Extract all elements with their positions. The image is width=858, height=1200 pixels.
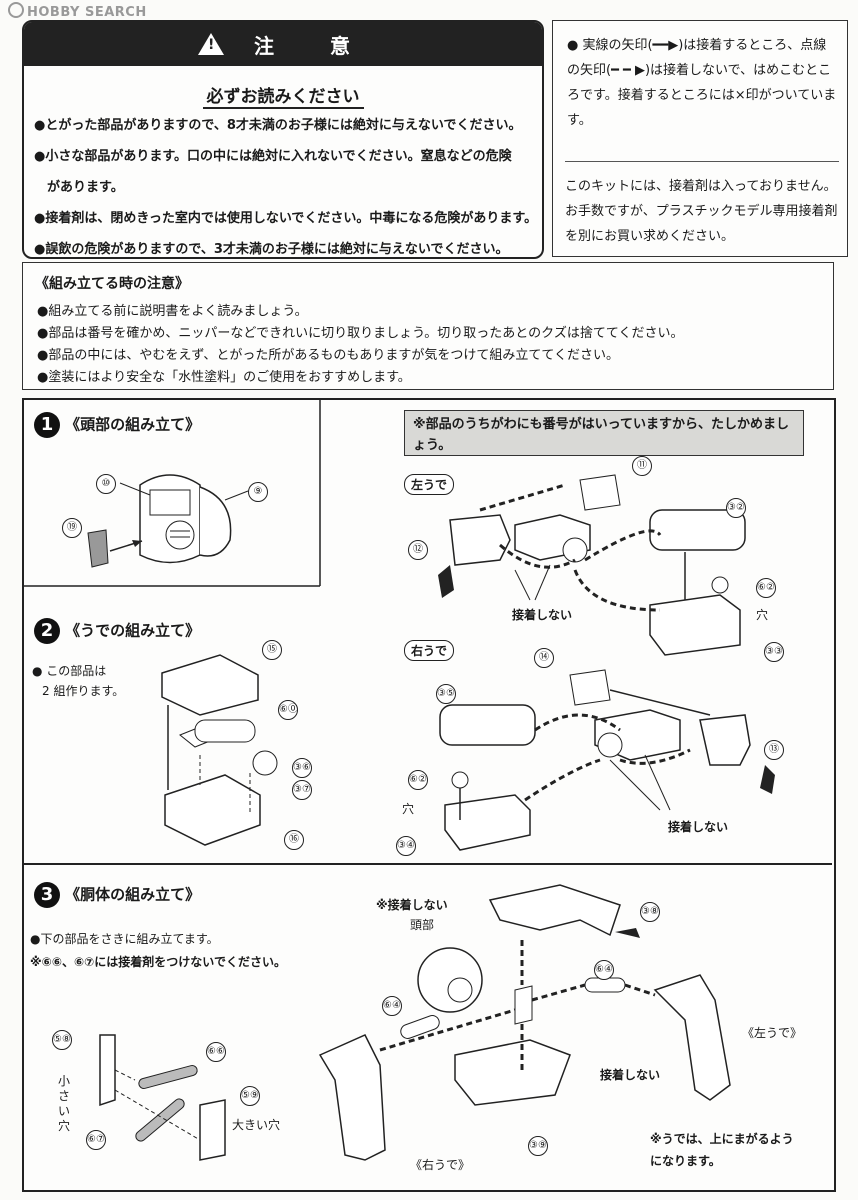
part-label: ⑥⓪ <box>278 700 298 720</box>
part-label: ③⑧ <box>640 902 660 922</box>
left-arm-label: 《左うで》 <box>742 1026 803 1040</box>
part-label: ③③ <box>764 642 784 662</box>
part-label: ⑨ <box>248 482 268 502</box>
assembly-note-item: ●部品は番号を確かめ、ニッパーなどできれいに切り取りましょう。切り取ったあとのク… <box>37 326 684 341</box>
caution-item: ●接着剤は、閉めきった室内では使用しないでください。中毒になる危険があります。 <box>34 211 538 226</box>
assembly-notes-title: 《組み立てる時の注意》 <box>35 276 189 292</box>
assembly-note-item: ●組み立てる前に説明書をよく読みましょう。 <box>37 304 308 319</box>
right-arm-label: 《右うで》 <box>410 1158 471 1172</box>
assembly-note-item: ●部品の中には、やむをえず、とがった所があるものもありますが気をつけて組み立てて… <box>37 348 620 363</box>
part-label: ⑤⑨ <box>240 1086 260 1106</box>
assembly-notes-list: ●組み立てる前に説明書をよく読みましょう。 ●部品は番号を確かめ、ニッパーなどで… <box>37 301 684 389</box>
part-label: ⑭ <box>534 648 554 668</box>
step3-warning: ※⑥⑥、⑥⑦には接着剤をつけないでください。 <box>30 955 286 969</box>
step2-desc: ● この部品は <box>32 664 107 678</box>
step2-desc: 2 組作ります。 <box>42 684 125 698</box>
caution-header: ! 注 意 <box>24 22 542 66</box>
part-label: ⑥② <box>756 578 776 598</box>
step3-desc: ●下の部品をさきに組み立てます。 <box>30 932 219 946</box>
step2-title: 《うでの組み立て》 <box>65 621 201 640</box>
head-diagram <box>87 474 249 568</box>
joint-assembly-diagram <box>99 1034 226 1161</box>
no-glue-head-label: ※接着しない <box>376 898 448 912</box>
arm-info-box: ※部品のうちがわにも番号がはいっていますから、たしかめましょう。 <box>404 410 804 456</box>
glue-note: このキットには、接着剤は入っておりません。お手数ですが、プラスチックモデル専用接… <box>565 161 839 249</box>
step3-title: 《胴体の組み立て》 <box>65 885 201 904</box>
part-label: ⑮ <box>262 640 282 660</box>
step3-number: 3 <box>34 882 60 908</box>
part-label: ③④ <box>396 836 416 856</box>
part-label: ⑩ <box>96 474 116 494</box>
no-glue-label: 接着しない <box>668 820 729 834</box>
caution-box: ! 注 意 必ずお読みください ●とがった部品がありますので、8才未満のお子様に… <box>22 20 544 259</box>
part-label: ⑥⑦ <box>86 1130 106 1150</box>
watermark: HOBBY SEARCH <box>8 2 147 20</box>
small-hole-label: 小さい穴 <box>58 1074 71 1133</box>
hole-label: 穴 <box>756 608 769 622</box>
body-assembly-diagram <box>318 884 731 1161</box>
big-hole-label: 大きい穴 <box>232 1118 281 1132</box>
part-label: ③⑨ <box>528 1136 548 1156</box>
hole-label: 穴 <box>402 802 415 816</box>
part-label: ③② <box>726 498 746 518</box>
no-glue-label: 接着しない <box>600 1068 661 1082</box>
frame-dividers <box>22 398 832 865</box>
caution-title: 注 意 <box>254 33 368 58</box>
caution-item: ●小さな部品があります。口の中には絶対に入れないでください。窒息などの危険 <box>34 149 512 164</box>
step1-heading: 1 《頭部の組み立て》 <box>34 412 200 438</box>
caution-item: があります。 <box>34 180 124 195</box>
part-label: ⑬ <box>764 740 784 760</box>
part-label: ③⑤ <box>436 684 456 704</box>
part-label: ⑤⑧ <box>52 1030 72 1050</box>
step3-heading: 3 《胴体の組み立て》 <box>34 882 200 908</box>
head-label: 頭部 <box>410 918 435 932</box>
assembly-notes: 《組み立てる時の注意》 ●組み立てる前に説明書をよく読みましょう。 ●部品は番号… <box>22 262 834 390</box>
assembly-note-item: ●塗装にはより安全な「水性塗料」のご使用をおすすめします。 <box>37 370 411 385</box>
step2-number: 2 <box>34 618 60 644</box>
part-label: ⑲ <box>62 518 82 538</box>
left-arm-diagram <box>438 474 746 656</box>
arrow-legend: ● 実線の矢印(━━▶)は接着するところ、点線の矢印(━ ━ ▶)は接着しないで… <box>567 38 837 128</box>
caution-list: ●とがった部品がありますので、8才未満のお子様には絶対に与えないでください。 ●… <box>34 110 538 265</box>
right-arm-diagram <box>439 669 775 851</box>
caution-item: ●とがった部品がありますので、8才未満のお子様には絶対に与えないでください。 <box>34 118 522 133</box>
part-label: ⑯ <box>284 830 304 850</box>
part-label: ③⑥ <box>292 758 312 778</box>
caution-item: ●誤飲の危険がありますので、3才未満のお子様には絶対に与えないでください。 <box>34 242 509 257</box>
part-label: ③⑦ <box>292 780 312 800</box>
step2-heading: 2 《うでの組み立て》 <box>34 618 200 644</box>
caution-subtitle: 必ずお読みください <box>24 82 542 109</box>
logo-icon <box>8 2 24 18</box>
part-label: ⑥④ <box>594 960 614 980</box>
part-label: ⑥⑥ <box>206 1042 226 1062</box>
warning-icon: ! <box>198 33 224 55</box>
bend-note: ※うでは、上にまがるようになります。 <box>650 1132 794 1168</box>
right-arm-tag: 右うで <box>404 640 455 661</box>
left-arm-tag: 左うで <box>404 474 455 495</box>
part-label: ⑪ <box>632 456 652 476</box>
no-glue-label: 接着しない <box>512 608 573 622</box>
step1-number: 1 <box>34 412 60 438</box>
part-label: ⑫ <box>408 540 428 560</box>
note-box: ● 実線の矢印(━━▶)は接着するところ、点線の矢印(━ ━ ▶)は接着しないで… <box>552 20 848 257</box>
part-label: ⑥② <box>408 770 428 790</box>
part-label: ⑥④ <box>382 996 402 1016</box>
arm-assembly-diagram <box>161 654 278 846</box>
step1-title: 《頭部の組み立て》 <box>65 415 201 434</box>
